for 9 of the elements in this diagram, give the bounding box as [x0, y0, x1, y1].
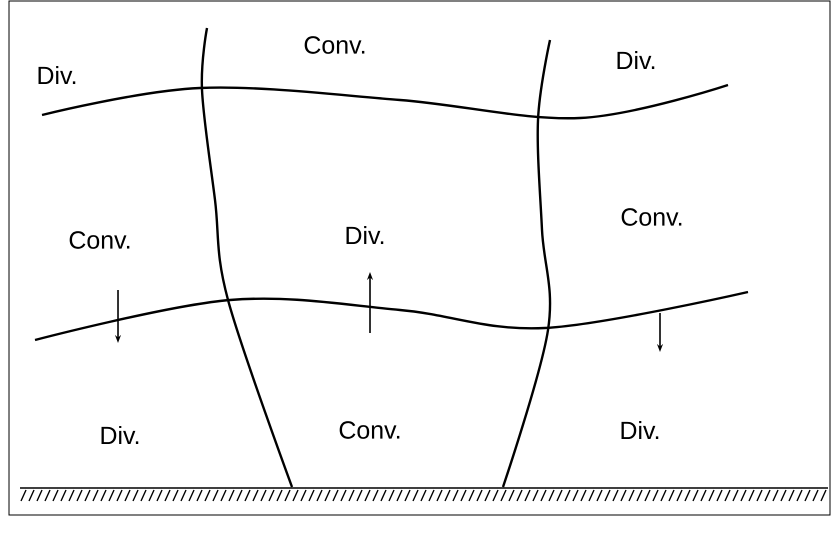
region-label: Div.: [618, 50, 654, 70]
region-label: Conv.: [622, 208, 682, 226]
region-label: Conv.: [304, 36, 364, 54]
region-label: Div.: [346, 226, 384, 244]
region-label: Div.: [622, 420, 658, 440]
region-label: Div.: [102, 426, 138, 444]
region-label: Conv.: [70, 231, 130, 249]
region-label: Div.: [38, 66, 76, 84]
region-label: Conv.: [340, 421, 400, 439]
